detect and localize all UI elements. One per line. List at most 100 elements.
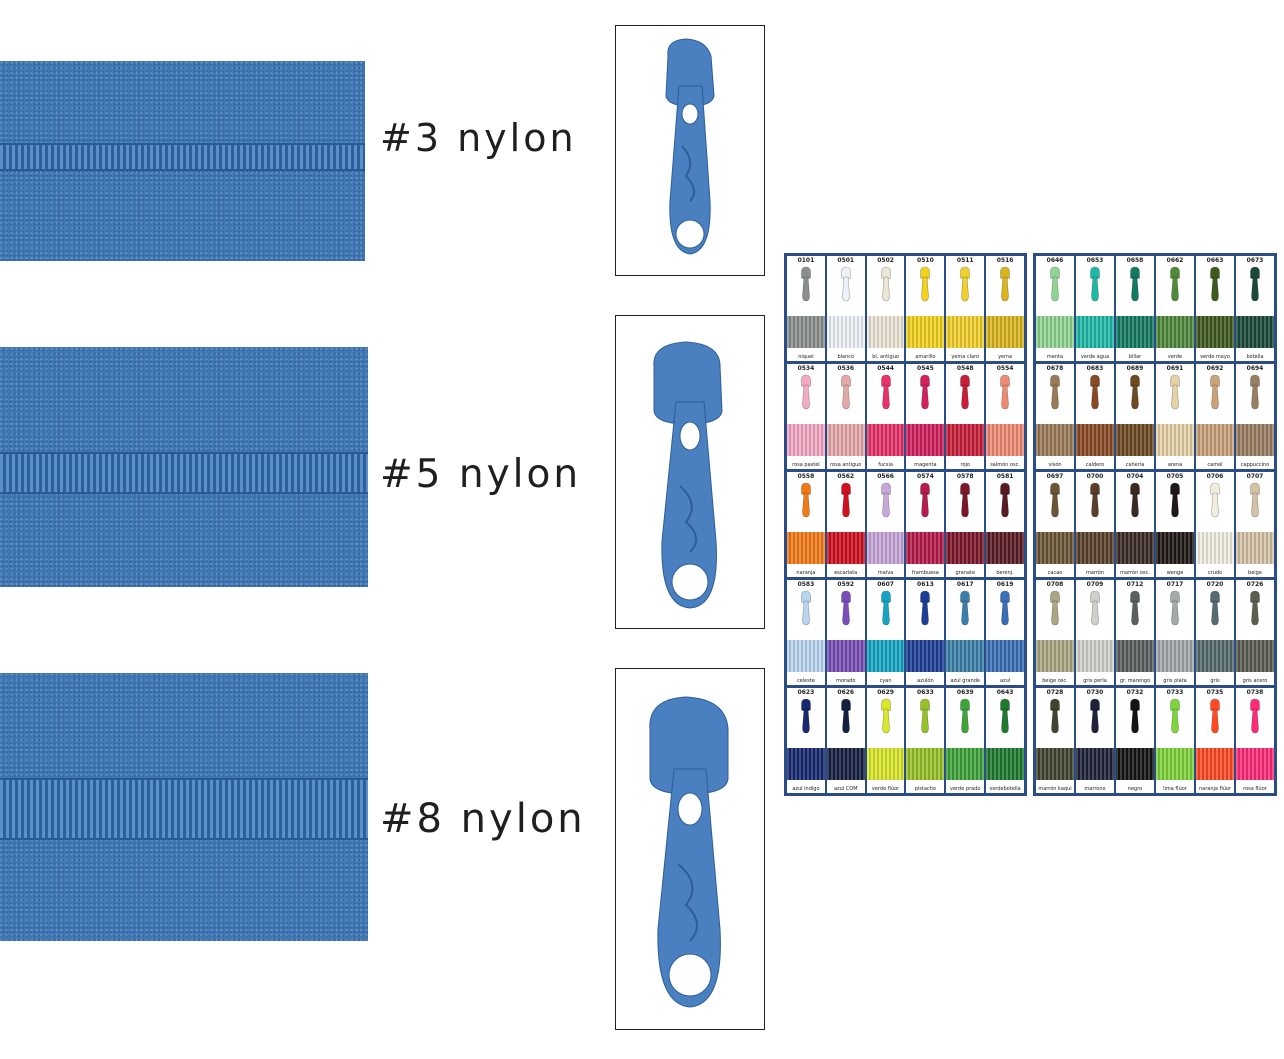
color-name: cyan xyxy=(879,678,892,684)
zipper-pull-icon xyxy=(1090,590,1100,626)
color-code: 0607 xyxy=(877,581,894,588)
color-name: azul xyxy=(999,678,1011,684)
color-name: beige xyxy=(1248,570,1262,576)
color-name: cacao xyxy=(1047,570,1063,576)
color-code: 0534 xyxy=(797,365,815,372)
color-name: gris plata xyxy=(1163,678,1187,684)
color-code: 0704 xyxy=(1126,473,1144,480)
zipper-slider-icon xyxy=(649,696,729,1008)
color-name: azulón xyxy=(917,678,934,684)
color-code: 0548 xyxy=(956,365,974,372)
color-code: 0617 xyxy=(956,581,974,588)
color-tape-swatch xyxy=(787,532,825,564)
zipper-pull-icon xyxy=(880,266,891,302)
color-tape-swatch xyxy=(866,424,905,456)
zipper-pull-icon xyxy=(960,266,971,302)
color-code: 0733 xyxy=(1166,689,1184,696)
color-tape-swatch xyxy=(986,424,1024,456)
color-name: verde flúor xyxy=(871,786,900,792)
color-code: 0558 xyxy=(797,473,815,480)
color-tape-swatch xyxy=(1076,748,1114,780)
zipper-pull-icon xyxy=(1210,482,1220,518)
zipper-pull-icon xyxy=(1000,482,1010,518)
zipper-pull-icon xyxy=(880,374,891,410)
color-name: lima flúor xyxy=(1163,786,1187,792)
zipper-pull-icon xyxy=(840,590,851,626)
zipper-pull-icon xyxy=(960,482,971,518)
color-name: rosa antiguo xyxy=(830,462,862,468)
color-tape-swatch xyxy=(946,640,985,672)
zipper-pull-icon xyxy=(1000,698,1010,734)
color-tape-swatch xyxy=(1236,640,1274,672)
zipper-pull-icon xyxy=(1000,266,1010,302)
zipper-pull-icon xyxy=(1090,374,1100,410)
color-name: berenj. xyxy=(996,570,1014,576)
color-name: pistacho xyxy=(914,786,936,792)
color-tape-swatch xyxy=(826,640,865,672)
color-code: 0663 xyxy=(1206,257,1224,264)
slider-image-5 xyxy=(615,315,765,629)
color-name: rojo xyxy=(960,462,970,468)
zipper-pull-icon xyxy=(1130,374,1140,410)
color-tape-swatch xyxy=(1156,748,1194,780)
color-name: marrón xyxy=(1085,570,1105,576)
color-code: 0735 xyxy=(1206,689,1224,696)
zipper-pull-icon xyxy=(880,482,891,518)
zipper-pull-icon xyxy=(840,698,851,734)
color-name: blanco xyxy=(837,354,855,360)
color-code: 0692 xyxy=(1206,365,1224,372)
color-code: 0700 xyxy=(1086,473,1104,480)
zipper-pull-icon xyxy=(1250,482,1260,518)
color-tape-swatch xyxy=(1156,316,1194,348)
color-code: 0545 xyxy=(917,365,934,372)
color-tape-swatch xyxy=(1036,748,1074,780)
color-code: 0536 xyxy=(837,365,855,372)
color-code: 0623 xyxy=(797,689,815,696)
color-code: 0646 xyxy=(1046,257,1064,264)
zipper-pull-icon xyxy=(1130,266,1140,302)
color-name: gris perla xyxy=(1083,678,1107,684)
color-tape-swatch xyxy=(1036,316,1074,348)
color-name: amarillo xyxy=(915,354,936,360)
zipper-pull-icon xyxy=(880,590,891,626)
color-code: 0678 xyxy=(1046,365,1064,372)
color-name: escarlata xyxy=(834,570,858,576)
color-name: crudo xyxy=(1207,570,1223,576)
zipper-pull-icon xyxy=(1130,698,1140,734)
color-code: 0662 xyxy=(1166,257,1184,264)
zipper-pull-icon xyxy=(1170,590,1180,626)
color-name: yema xyxy=(998,354,1013,360)
color-name: celeste xyxy=(796,678,815,684)
color-name: verde prado xyxy=(950,786,981,792)
color-tape-swatch xyxy=(1036,532,1074,564)
color-tape-swatch xyxy=(1236,532,1274,564)
color-tape-swatch xyxy=(946,316,985,348)
color-tape-swatch xyxy=(946,424,985,456)
color-name: granate xyxy=(955,570,976,576)
color-code: 0691 xyxy=(1166,365,1184,372)
zipper-pull-icon xyxy=(1090,266,1100,302)
zipper-pull-icon xyxy=(1000,590,1010,626)
color-tape-swatch xyxy=(787,316,825,348)
zipper-pull-icon xyxy=(840,374,851,410)
color-code: 0592 xyxy=(837,581,855,588)
color-tape-swatch xyxy=(1196,316,1234,348)
color-name: azul COM xyxy=(833,786,858,792)
zipper-pull-icon xyxy=(1210,698,1220,734)
